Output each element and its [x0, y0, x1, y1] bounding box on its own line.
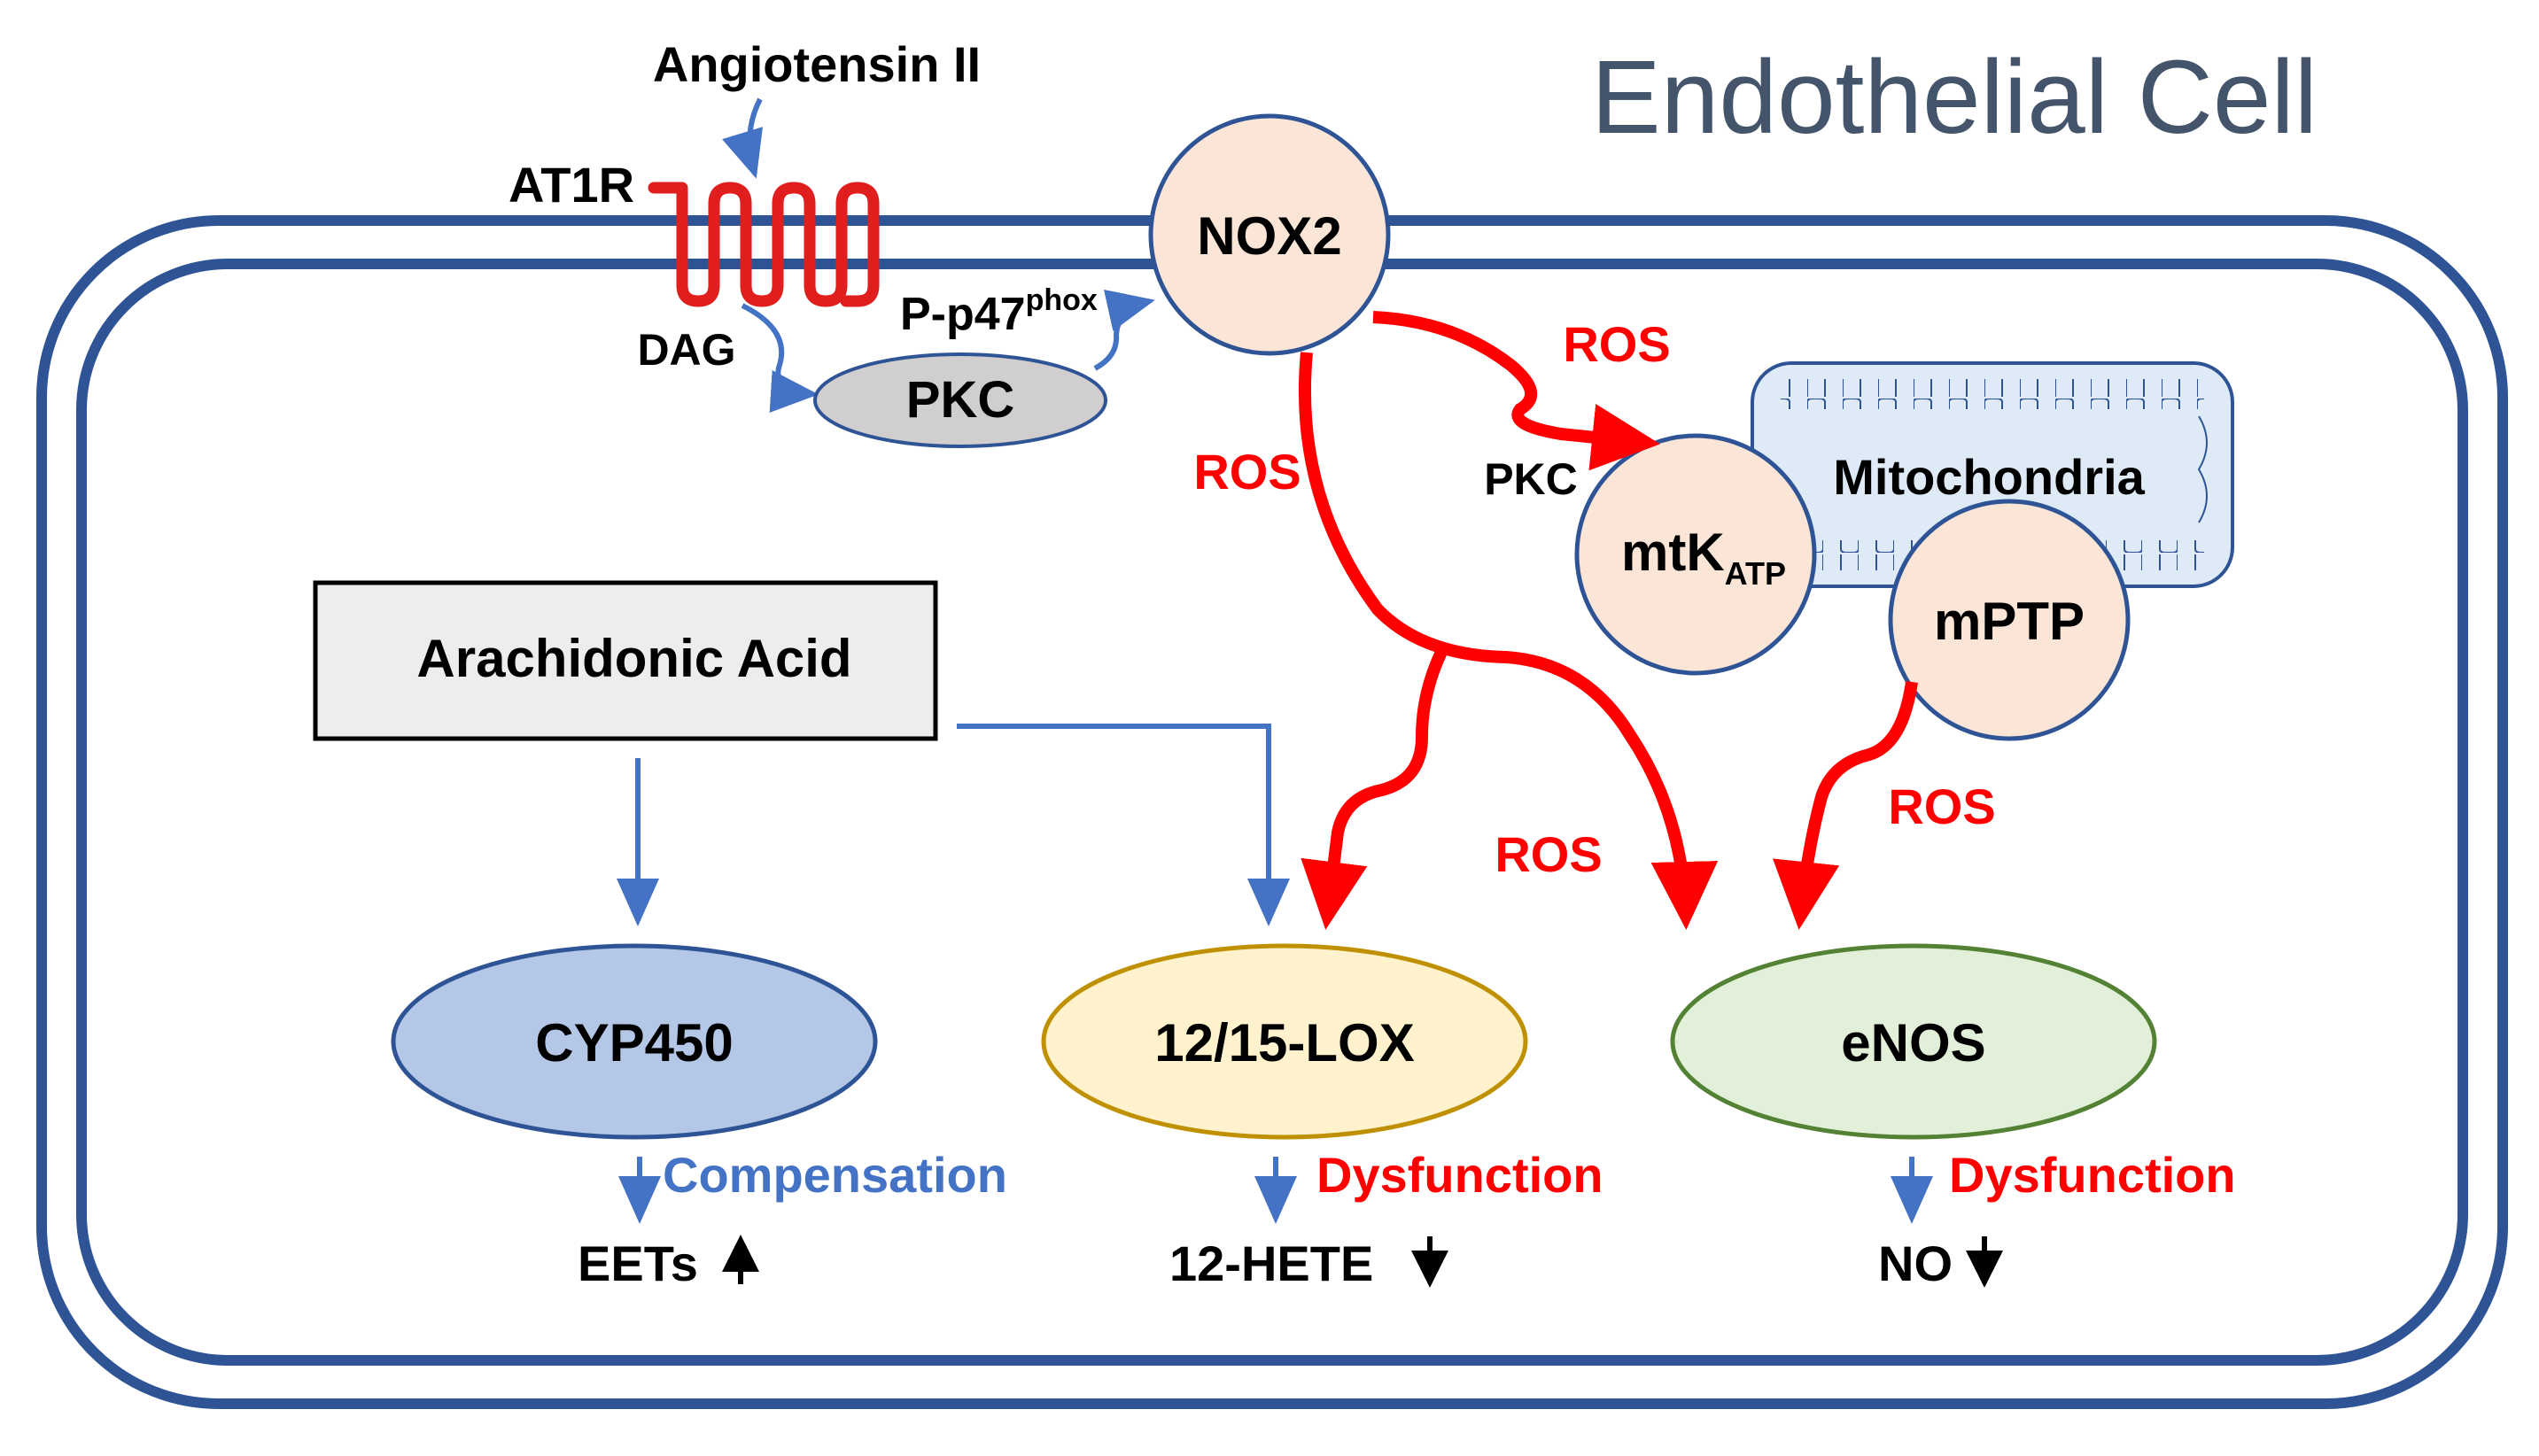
ros-arrow-mptp-to-enos [1773, 680, 1918, 930]
enos-node [1670, 943, 2157, 1140]
angiotensin-arrow [722, 97, 764, 179]
at1r-receptor [648, 182, 880, 307]
dag-label: DAG [637, 325, 735, 375]
cyp450-node [391, 943, 878, 1140]
dysfunction-enos-label: Dysfunction [1949, 1147, 2236, 1203]
mtkatp-node [1574, 433, 1817, 676]
mptp-node [1888, 499, 2131, 741]
mtkatp-label: mtKATP [1621, 523, 1786, 592]
at1r-label: AT1R [509, 157, 634, 213]
cyp450-label: CYP450 [535, 1013, 733, 1073]
aa-to-lox-arrow [957, 724, 1290, 926]
hete-label: 12-HETE [1169, 1235, 1373, 1291]
mitochondria-cristae-right [2197, 415, 2208, 523]
mtk-subscript: ATP [1725, 555, 1786, 592]
p47phox-arrow [1093, 290, 1155, 371]
angiotensin-ii-label: Angiotensin II [653, 36, 981, 92]
compensation-label: Compensation [663, 1147, 1007, 1203]
p47-main-text: P-p47 [900, 289, 1026, 340]
p47phox-label: P-p47phox [900, 283, 1098, 340]
ros-label-mptp: ROS [1888, 778, 1995, 834]
no-label: NO [1878, 1235, 1953, 1291]
nox2-node [1148, 113, 1391, 356]
lox-label: 12/15-LOX [1154, 1013, 1414, 1073]
mitochondria-label: Mitochondria [1833, 449, 2145, 505]
diagram-title: Endothelial Cell [1591, 39, 2318, 156]
ros-arrow-nox2-to-enos [1299, 352, 1719, 930]
mptp-label: mPTP [1934, 592, 2085, 651]
pkc-mito-label: PKC [1484, 454, 1578, 504]
eets-label: EETs [578, 1235, 698, 1291]
arachidonic-acid-label: Arachidonic Acid [416, 629, 851, 688]
arachidonic-acid-box [313, 580, 938, 741]
pkc-label: PKC [906, 371, 1014, 429]
nox2-label: NOX2 [1197, 206, 1341, 266]
pkc-node [813, 352, 1107, 448]
mitochondria-cristae-top [1781, 379, 2204, 409]
mtk-main-text: mtK [1621, 523, 1725, 582]
ros-arrow-to-lox [1301, 643, 1450, 930]
dag-arrow [741, 303, 819, 413]
lox-node [1041, 943, 1528, 1140]
enos-label: eNOS [1841, 1013, 1985, 1073]
ros-arrow-nox2-to-mitochondria [1372, 311, 1660, 471]
ros-label-center: ROS [1495, 826, 1602, 882]
ros-label-mito: ROS [1563, 316, 1670, 372]
dysfunction-lox-label: Dysfunction [1316, 1147, 1603, 1203]
p47-superscript: phox [1026, 283, 1098, 317]
ros-label-nox2: ROS [1193, 444, 1301, 500]
